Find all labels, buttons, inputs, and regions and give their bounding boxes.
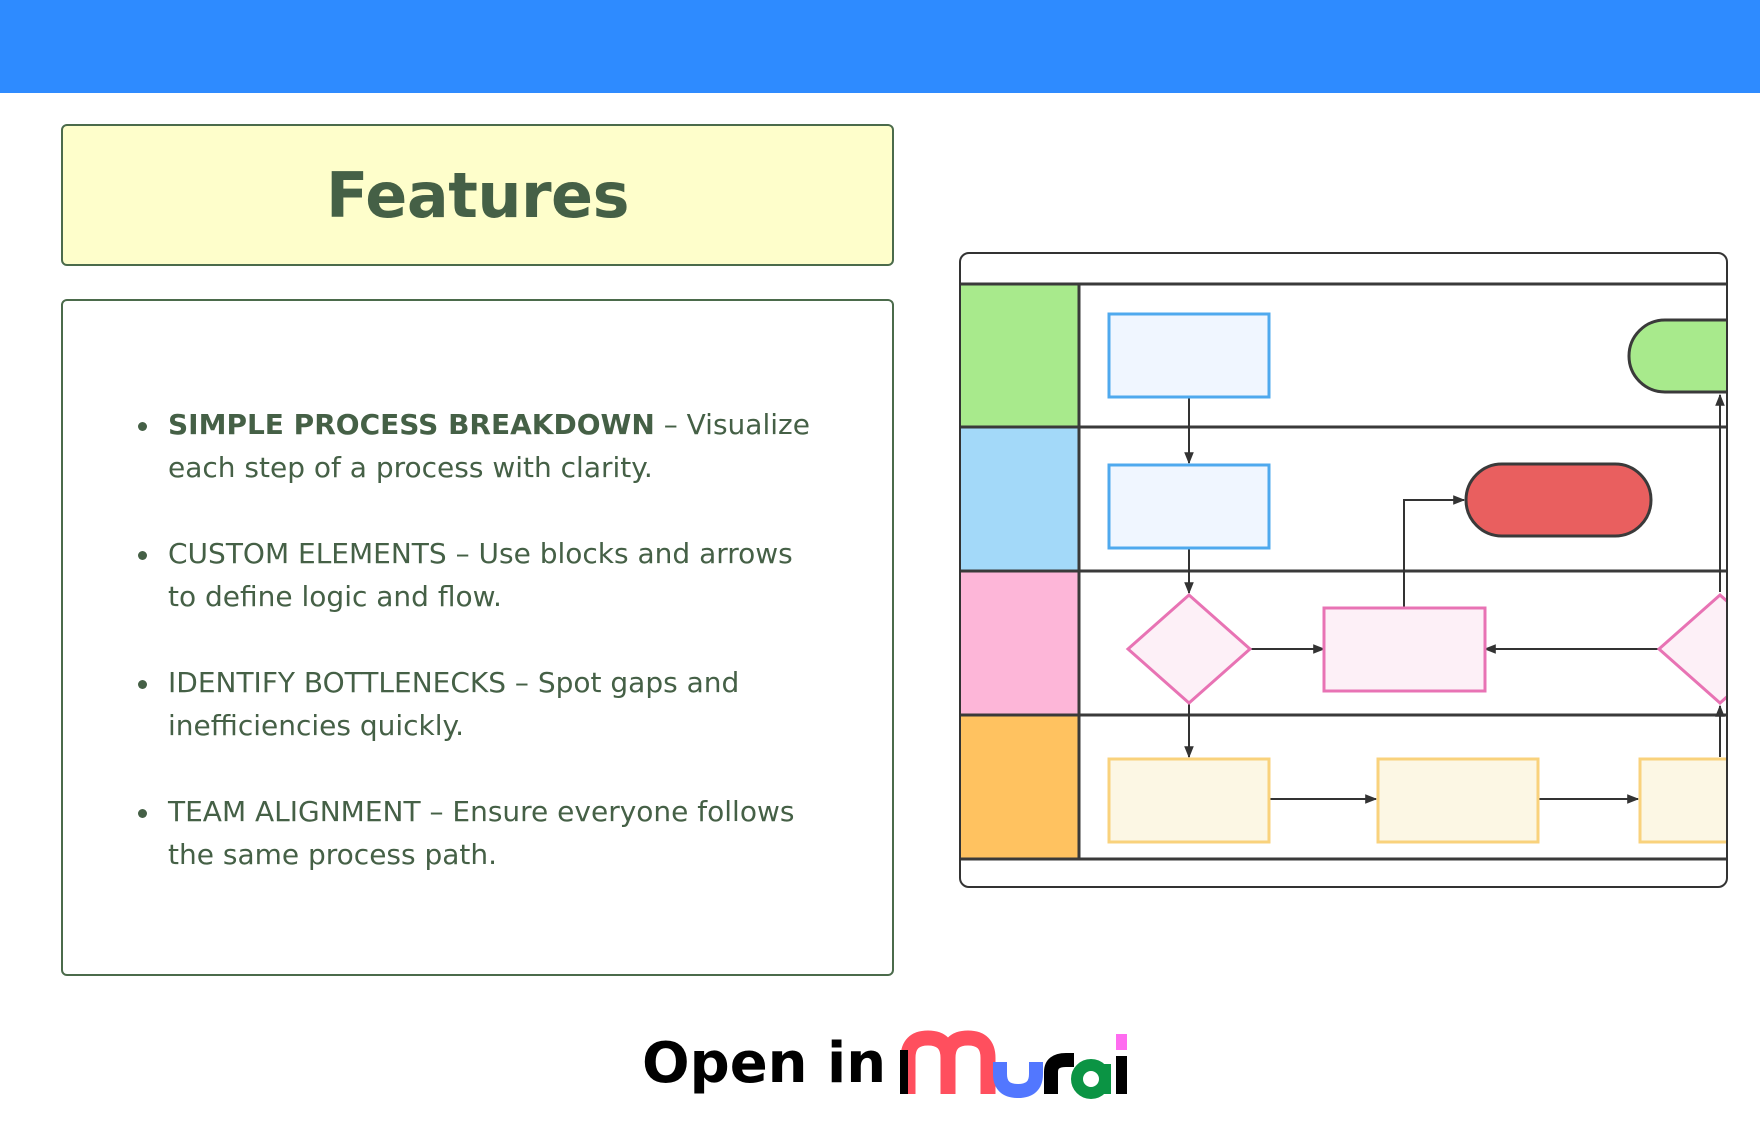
feature-description: Ensure everyone follows xyxy=(452,795,795,828)
mural-logo xyxy=(900,1030,1128,1099)
lane-lines xyxy=(961,282,1726,861)
bullet-icon xyxy=(138,422,147,431)
process-box xyxy=(1107,757,1271,844)
lane-header-orange xyxy=(961,715,1079,859)
bullet-icon xyxy=(138,680,147,689)
process-box xyxy=(1322,606,1487,693)
decision-diamond xyxy=(1125,592,1253,706)
lane-header-pink xyxy=(961,571,1079,715)
mural-logo-m xyxy=(900,1030,996,1094)
lane-header-blue xyxy=(961,427,1079,571)
feature-description: Spot gaps and xyxy=(537,666,740,699)
feature-item: IDENTIFY BOTTLENECKS – Spot gaps and ine… xyxy=(138,661,868,747)
feature-separator: – xyxy=(506,666,538,699)
connectors xyxy=(1184,393,1725,804)
process-box xyxy=(1107,312,1271,399)
feature-label: SIMPLE PROCESS BREAKDOWN xyxy=(168,408,655,441)
feature-description: Use blocks and arrows xyxy=(478,537,793,570)
open-in-mural-button[interactable]: Open in xyxy=(642,1028,1130,1100)
title-card: Features xyxy=(61,124,894,266)
feature-description-line2: inefficiencies quickly. xyxy=(168,709,465,742)
feature-description-line2: the same process path. xyxy=(168,838,498,871)
feature-separator: – xyxy=(420,795,453,828)
header-bar xyxy=(0,0,1760,93)
process-box xyxy=(1638,757,1726,844)
mural-logo-m-stem xyxy=(900,1050,909,1094)
decision-diamond xyxy=(1656,592,1726,706)
swimlane-diagram-svg xyxy=(961,282,1726,861)
page-title: Features xyxy=(325,158,630,232)
mural-logo-a xyxy=(1071,1059,1112,1099)
bullet-icon xyxy=(138,551,147,560)
process-box xyxy=(1376,757,1540,844)
feature-item: CUSTOM ELEMENTS – Use blocks and arrows … xyxy=(138,532,868,618)
feature-label: TEAM ALIGNMENT xyxy=(168,795,421,828)
feature-separator: – xyxy=(654,408,687,441)
feature-description-line2: to define logic and flow. xyxy=(168,580,502,613)
feature-label: IDENTIFY BOTTLENECKS xyxy=(168,666,507,699)
feature-description: Visualize xyxy=(686,408,810,441)
mural-logo-l-dot xyxy=(1116,1034,1128,1050)
terminal-green xyxy=(1627,318,1726,394)
feature-item: SIMPLE PROCESS BREAKDOWN – Visualize eac… xyxy=(138,403,868,489)
open-in-label: Open in xyxy=(642,1031,887,1096)
lane-header-green xyxy=(961,284,1079,427)
features-card: SIMPLE PROCESS BREAKDOWN – Visualize eac… xyxy=(61,299,894,976)
feature-item: TEAM ALIGNMENT – Ensure everyone follows… xyxy=(138,790,868,876)
features-list: SIMPLE PROCESS BREAKDOWN – Visualize eac… xyxy=(138,403,868,919)
feature-separator: – xyxy=(446,537,479,570)
feature-description-line2: each step of a process with clarity. xyxy=(168,451,653,484)
swimlane-diagram xyxy=(959,252,1728,888)
feature-label: CUSTOM ELEMENTS xyxy=(168,537,447,570)
mural-logo-u xyxy=(993,1062,1044,1099)
mural-logo-l xyxy=(1116,1056,1128,1094)
process-box xyxy=(1107,463,1271,550)
bullet-icon xyxy=(138,809,147,818)
mural-logo-r xyxy=(1044,1053,1075,1094)
terminal-red xyxy=(1464,462,1653,538)
